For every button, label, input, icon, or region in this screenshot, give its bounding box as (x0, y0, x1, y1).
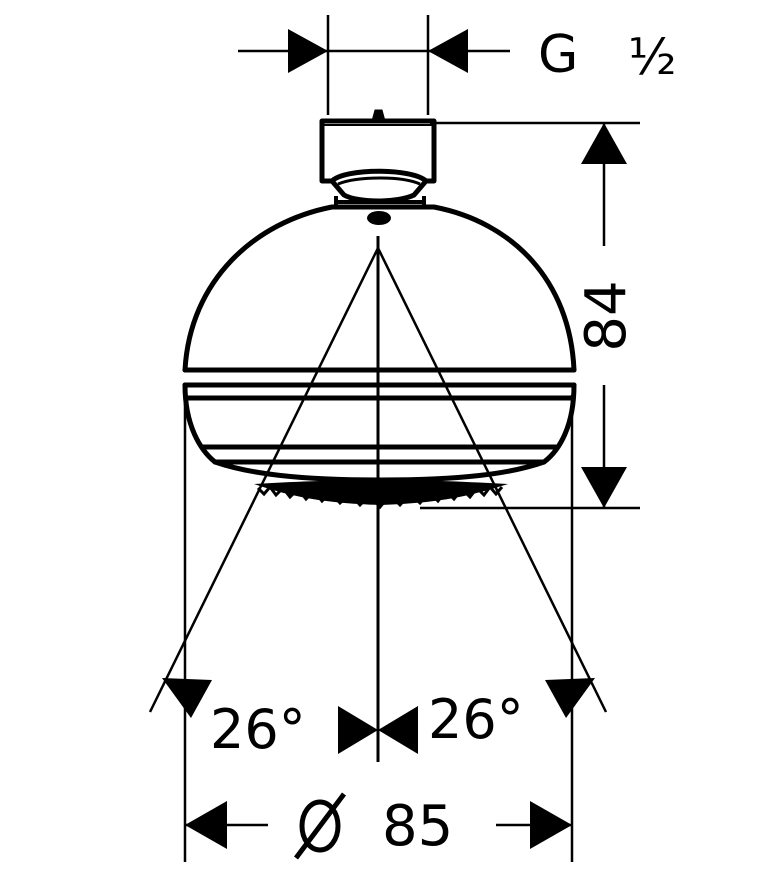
height-label: 84 (574, 280, 639, 351)
spray-nozzles (256, 484, 504, 510)
ball-joint-shade (337, 176, 421, 186)
arrow-icon (581, 123, 627, 164)
diameter-value: 85 (382, 794, 453, 859)
construction-lines (148, 236, 608, 862)
arrow-icon (185, 801, 227, 849)
angle-right-label: 26° (428, 688, 524, 751)
thread-fraction: ½ (628, 28, 676, 86)
nut-tip (371, 109, 386, 122)
arrow-icon (545, 678, 595, 718)
arrow-icon (530, 801, 572, 849)
connector-neck (334, 196, 426, 207)
spray-line-left (148, 247, 380, 713)
angle-arrows (162, 678, 595, 754)
thread-label: G (538, 25, 578, 85)
spray-line-right (376, 247, 608, 713)
dome-outline (182, 204, 577, 373)
spray-face (254, 480, 508, 510)
height-dimension (420, 121, 640, 510)
angle-left-label: 26° (210, 698, 306, 761)
arrow-icon (162, 678, 212, 718)
ball-joint (329, 168, 429, 204)
arrow-icon (428, 29, 468, 73)
dome-cap (367, 211, 391, 225)
arrow-icon (288, 29, 328, 73)
diameter-dimension (185, 801, 572, 849)
arrow-icon (581, 467, 627, 508)
diameter-icon (294, 792, 346, 860)
arrow-icon (378, 706, 418, 754)
arrow-icon (338, 706, 378, 754)
spray-plate (254, 480, 508, 505)
connector (319, 109, 437, 225)
thread-dimension (238, 15, 510, 115)
